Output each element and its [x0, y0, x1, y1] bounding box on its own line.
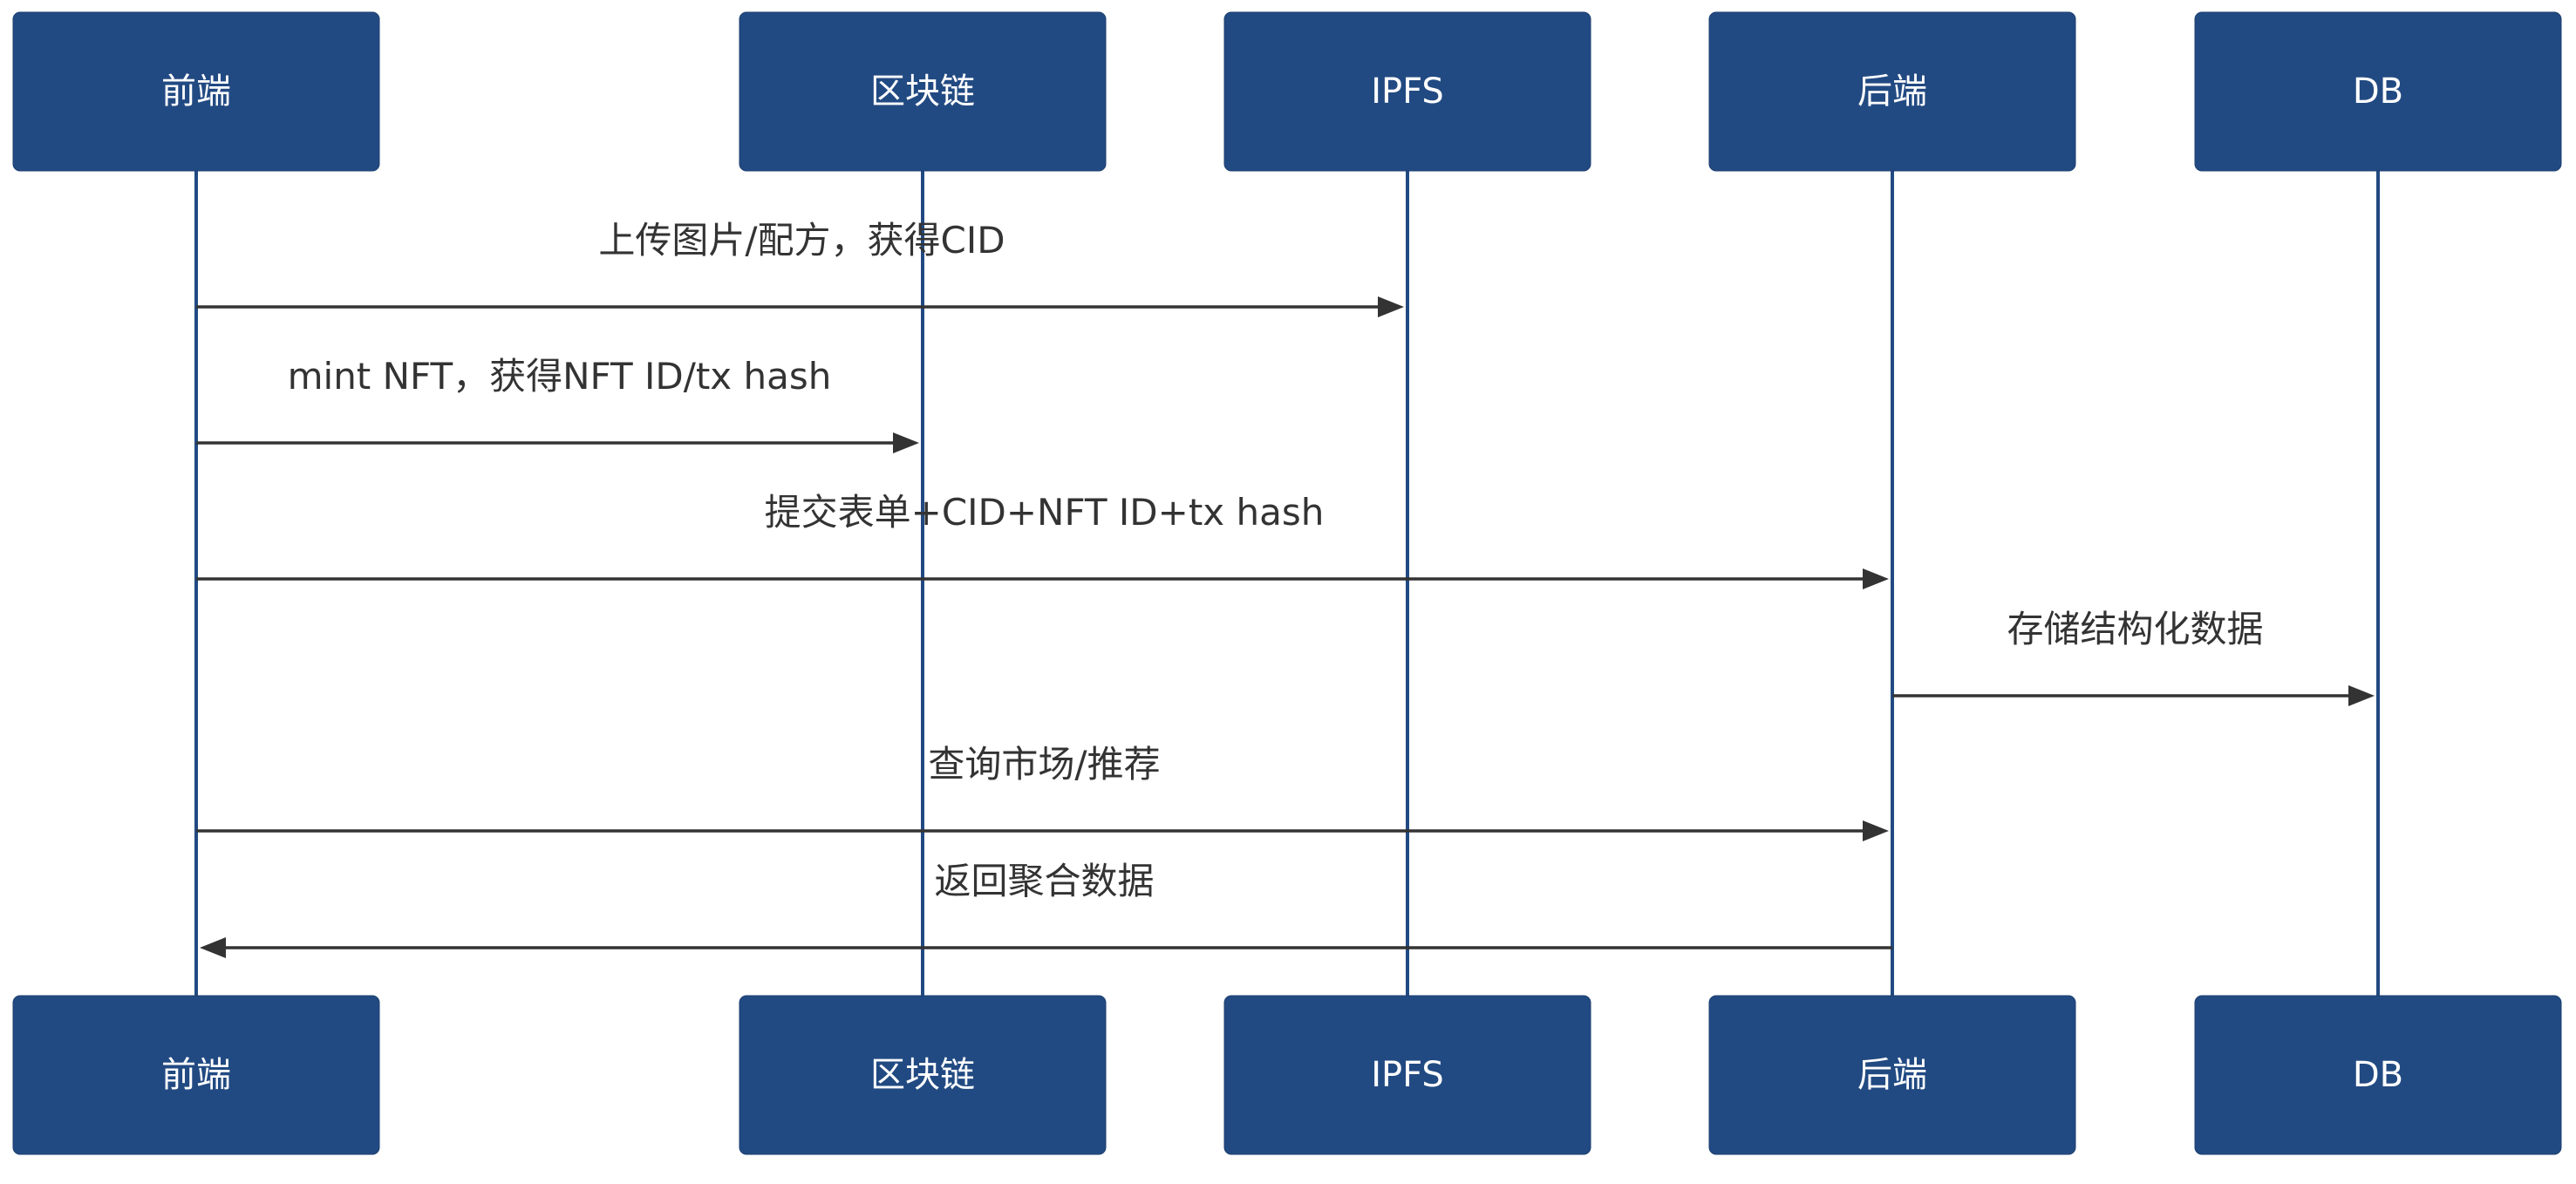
message-4: 存储结构化数据 — [1892, 608, 2375, 706]
actor-be-bottom: 后端 — [1708, 995, 2076, 1155]
actor-box — [2194, 995, 2562, 1155]
arrowhead-icon — [1863, 820, 1889, 841]
message-6: 返回聚合数据 — [200, 860, 1892, 958]
arrowhead-icon — [200, 937, 226, 958]
actor-bc-bottom: 区块链 — [739, 995, 1107, 1155]
actor-label: 后端 — [1857, 71, 1927, 112]
actor-label: DB — [2353, 71, 2403, 112]
actor-label: IPFS — [1371, 71, 1444, 112]
message-5: 查询市场/推荐 — [196, 743, 1889, 841]
actor-box — [739, 995, 1107, 1155]
actor-ipfs-bottom: IPFS — [1223, 995, 1591, 1155]
actor-box — [1708, 995, 2076, 1155]
actor-box — [1708, 11, 2076, 172]
actors-top: 前端 区块链 IPFS 后端 DB — [12, 11, 2562, 172]
actor-fe-bottom: 前端 — [12, 995, 380, 1155]
message-2: mint NFT，获得NFT ID/tx hash — [196, 355, 919, 453]
message-label: mint NFT，获得NFT ID/tx hash — [288, 355, 832, 398]
actor-box — [1223, 11, 1591, 172]
actor-label: 前端 — [161, 1055, 231, 1095]
arrowhead-icon — [1378, 296, 1404, 317]
actor-fe-top: 前端 — [12, 11, 380, 172]
actor-box — [12, 11, 380, 172]
actor-label: 后端 — [1857, 1055, 1927, 1095]
actor-box — [739, 11, 1107, 172]
message-3: 提交表单+CID+NFT ID+tx hash — [196, 491, 1889, 589]
message-1: 上传图片/配方，获得CID — [196, 219, 1404, 317]
actor-box — [12, 995, 380, 1155]
actor-be-top: 后端 — [1708, 11, 2076, 172]
actors-bottom: 前端 区块链 IPFS 后端 DB — [12, 995, 2562, 1155]
message-label: 提交表单+CID+NFT ID+tx hash — [765, 491, 1325, 534]
message-label: 存储结构化数据 — [2007, 608, 2263, 650]
actor-box — [1223, 995, 1591, 1155]
actor-label: DB — [2353, 1055, 2403, 1095]
arrowhead-icon — [893, 432, 919, 453]
actor-db-bottom: DB — [2194, 995, 2562, 1155]
arrowhead-icon — [2348, 685, 2375, 706]
messages: 上传图片/配方，获得CID mint NFT，获得NFT ID/tx hash 提交… — [196, 219, 2375, 958]
lifelines — [194, 171, 2380, 996]
actor-ipfs-top: IPFS — [1223, 11, 1591, 172]
message-label: 返回聚合数据 — [934, 860, 1154, 902]
actor-label: 区块链 — [870, 1055, 975, 1095]
actor-db-top: DB — [2194, 11, 2562, 172]
message-label: 查询市场/推荐 — [928, 743, 1160, 786]
actor-box — [2194, 11, 2562, 172]
actor-bc-top: 区块链 — [739, 11, 1107, 172]
message-label: 上传图片/配方，获得CID — [598, 219, 1005, 262]
arrowhead-icon — [1863, 568, 1889, 589]
actor-label: IPFS — [1371, 1055, 1444, 1095]
actor-label: 区块链 — [870, 71, 975, 112]
actor-label: 前端 — [161, 71, 231, 112]
